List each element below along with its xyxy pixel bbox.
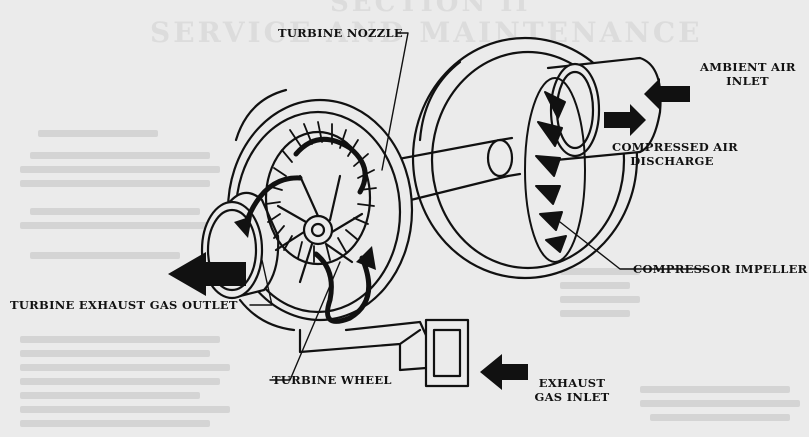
- compressor-impeller: [524, 77, 586, 263]
- housing-base: [298, 328, 428, 372]
- label-exhaust-gas-inlet-line2: GAS INLET: [534, 390, 610, 404]
- compressed-air-arrow: [604, 104, 646, 136]
- label-compressed-air-discharge-line2: DISCHARGE: [630, 154, 714, 168]
- label-turbine-wheel: TURBINE WHEEL: [272, 373, 392, 387]
- label-compressor-impeller: COMPRESSOR IMPELLER: [633, 262, 808, 276]
- label-ambient-air-inlet-line2: INLET: [726, 74, 769, 88]
- exhaust-gas-inlet-flange: [344, 318, 470, 388]
- turbine-wheel: [264, 130, 372, 284]
- ambient-air-arrow: [644, 78, 690, 110]
- turbine-exhaust-arrow: [168, 252, 246, 296]
- leader-lines: [249, 32, 707, 381]
- label-compressed-air-discharge: COMPRESSED AIR DISCHARGE: [612, 140, 739, 168]
- label-turbine-nozzle: TURBINE NOZZLE: [278, 26, 403, 40]
- label-turbine-exhaust-gas-outlet: TURBINE EXHAUST GAS OUTLET: [10, 298, 238, 312]
- label-compressed-air-discharge-line1: COMPRESSED AIR: [612, 140, 739, 154]
- label-exhaust-gas-inlet: EXHAUST GAS INLET: [532, 376, 612, 404]
- label-exhaust-gas-inlet-line1: EXHAUST: [538, 376, 606, 390]
- label-ambient-air-inlet-line1: AMBIENT AIR: [700, 60, 796, 74]
- background-heading-line1: SECTION II: [330, 0, 531, 18]
- background-heading-line2: SERVICE AND MAINTENANCE: [150, 16, 703, 49]
- flow-arrows: [168, 78, 690, 390]
- exhaust-gas-inlet-arrow: [480, 354, 528, 390]
- label-ambient-air-inlet: AMBIENT AIR INLET: [700, 60, 795, 88]
